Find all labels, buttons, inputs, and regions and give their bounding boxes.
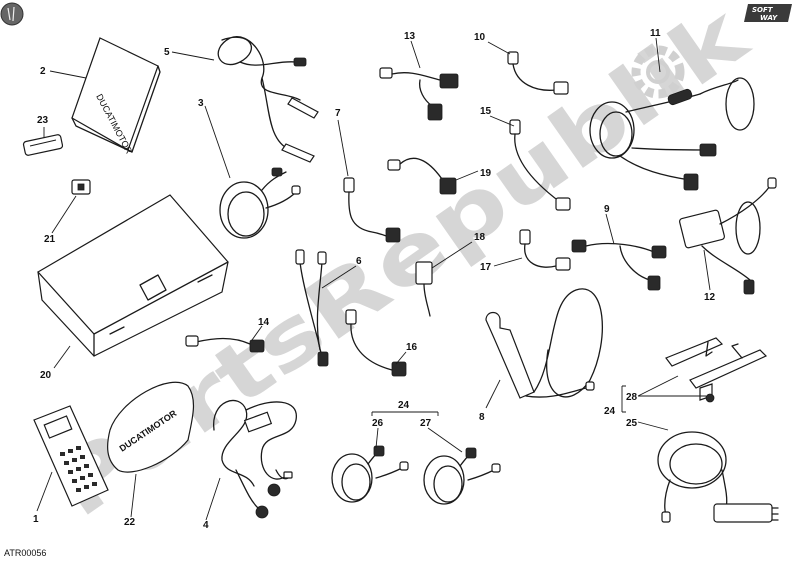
part-10-cable: [507, 51, 569, 95]
label-21: 21: [44, 234, 56, 245]
logo-line2: WAY: [760, 14, 778, 22]
label-16: 16: [406, 342, 418, 353]
label-5: 5: [164, 47, 170, 58]
label-18: 18: [474, 232, 486, 243]
label-1: 1: [33, 514, 39, 525]
label-13: 13: [404, 31, 416, 42]
label-4: 4: [203, 520, 209, 531]
label-25: 25: [626, 418, 638, 429]
part-20-case: [37, 194, 229, 357]
part-17-cable: [519, 229, 571, 271]
part-13-cable: [379, 67, 459, 121]
gear-icon: [631, 45, 685, 99]
part-1-tester: [33, 405, 109, 507]
part-8-clamp: [485, 288, 604, 399]
label-2: 2: [40, 66, 46, 77]
label-12: 12: [704, 292, 716, 303]
label-24-side: 24: [604, 406, 616, 417]
label-7: 7: [335, 108, 341, 119]
label-19: 19: [480, 168, 492, 179]
label-6: 6: [356, 256, 362, 267]
part-2-manual: DUCATIMOTOR: [71, 37, 161, 156]
label-28: 28: [626, 392, 638, 403]
label-14: 14: [258, 317, 270, 328]
part-12-interface: [679, 177, 777, 295]
part-18-sensor: [415, 261, 433, 317]
part-27-cable: [423, 447, 501, 505]
part-26-cable: [331, 445, 409, 503]
brand-disc-icon: [0, 2, 24, 26]
label-10: 10: [474, 32, 486, 43]
label-8: 8: [479, 412, 485, 423]
diagram-code: ATR00056: [4, 548, 46, 558]
part-15-cable: [509, 119, 571, 211]
part-4-harness: [213, 399, 297, 519]
part-23-sticker: [22, 134, 64, 156]
label-27: 27: [420, 418, 432, 429]
part-11-cable: [589, 77, 755, 191]
part-25-cable: [657, 431, 779, 523]
part-6-cable: [295, 249, 329, 367]
leader-lines: [36, 37, 711, 521]
part-5-clamp-cable: [217, 36, 319, 163]
part-22-soft-case: DUCATIMOTOR: [107, 381, 195, 473]
label-24-top: 24: [398, 400, 410, 411]
softway-logo: SOFT WAY: [744, 4, 792, 22]
logo-line1: SOFT: [752, 6, 774, 14]
label-11: 11: [650, 28, 661, 39]
part-9-cable: [571, 239, 667, 291]
part-3-coil-cable: [219, 167, 301, 239]
callout-labels: 1 2 3 4 5 6 7 8 9 10 11 12 13 14 15 16 1…: [33, 28, 716, 531]
part-16-cable: [345, 309, 407, 377]
label-15: 15: [480, 106, 492, 117]
label-17: 17: [480, 262, 492, 273]
part-21-cap: [71, 179, 91, 195]
label-20: 20: [40, 370, 52, 381]
label-3: 3: [198, 98, 204, 109]
part-14-cable: [185, 335, 265, 353]
part-28-tools: [665, 337, 768, 403]
label-26: 26: [372, 418, 384, 429]
part-19-cable: [387, 157, 457, 195]
part-7-cable: [343, 177, 401, 243]
label-22: 22: [124, 517, 136, 528]
label-9: 9: [604, 204, 610, 215]
label-23: 23: [37, 115, 49, 126]
